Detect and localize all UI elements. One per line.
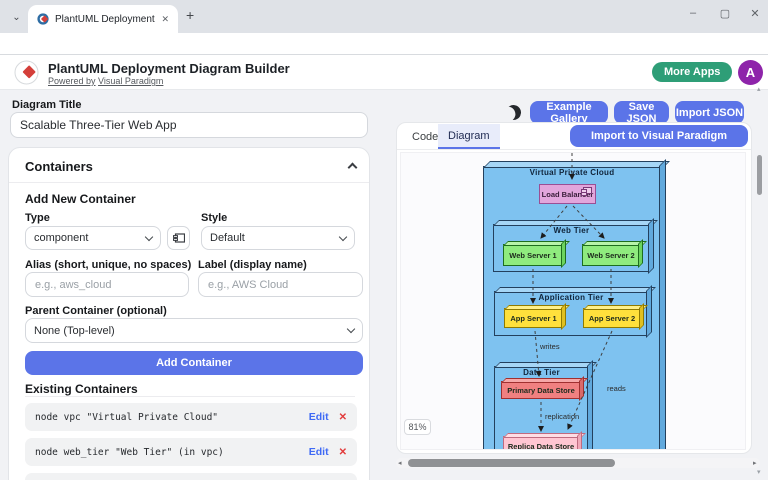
header-avatar[interactable]: A bbox=[738, 60, 763, 85]
powered-by: Powered by Visual Paradigm bbox=[48, 76, 164, 86]
component-icon bbox=[581, 187, 592, 196]
container-code: node web_tier "Web Tier" (in vpc) bbox=[35, 446, 224, 458]
favicon-icon bbox=[37, 13, 49, 25]
tab-list-chevron-icon[interactable]: ⌄ bbox=[12, 12, 21, 23]
example-gallery-button[interactable]: Example Gallery bbox=[530, 101, 608, 125]
parent-container-label: Parent Container (optional) bbox=[25, 305, 167, 317]
diagram-title-input[interactable] bbox=[10, 112, 368, 138]
type-select[interactable]: component bbox=[25, 226, 161, 250]
window-minimize-button[interactable]: – bbox=[689, 7, 697, 19]
scroll-down-icon[interactable]: ▾ bbox=[757, 469, 761, 476]
add-new-container-header: Add New Container bbox=[25, 192, 136, 206]
divider bbox=[25, 396, 355, 397]
style-select[interactable]: Default bbox=[201, 226, 355, 250]
diagram-node-app-server-2: App Server 2 bbox=[583, 308, 641, 328]
delete-icon[interactable]: ✕ bbox=[338, 446, 347, 458]
scroll-right-icon[interactable]: ▸ bbox=[753, 460, 757, 467]
tab-code[interactable]: Code bbox=[412, 130, 439, 143]
container-list-item: node web_tier "Web Tier" (in vpc) Edit ✕ bbox=[25, 438, 357, 466]
diagram-node-web-server-2: Web Server 2 bbox=[582, 244, 640, 266]
diagram-node-web-server-1: Web Server 1 bbox=[503, 244, 563, 266]
type-label: Type bbox=[25, 212, 50, 224]
label-input[interactable] bbox=[198, 272, 363, 297]
existing-containers-header: Existing Containers bbox=[25, 382, 138, 396]
diagram-node-app-server-1: App Server 1 bbox=[504, 308, 563, 328]
container-list-item: node vpc "Virtual Private Cloud" Edit ✕ bbox=[25, 403, 357, 431]
tab-diagram[interactable]: Diagram bbox=[438, 124, 500, 149]
visual-paradigm-link[interactable]: Visual Paradigm bbox=[98, 76, 164, 86]
edit-link[interactable]: Edit bbox=[308, 446, 329, 458]
browser-tab[interactable]: PlantUML Deployment Diagram ✕ bbox=[28, 5, 178, 33]
tabbar-divider bbox=[397, 149, 751, 150]
label-label: Label (display name) bbox=[198, 259, 307, 271]
edge-label-reads: reads bbox=[607, 384, 626, 393]
horizontal-scrollbar-thumb[interactable] bbox=[408, 459, 615, 467]
alias-input[interactable] bbox=[25, 272, 189, 297]
diagram-node-load-balancer: Load Balancer bbox=[539, 184, 596, 204]
app-header: PlantUML Deployment Diagram Builder Powe… bbox=[0, 55, 768, 90]
vertical-scrollbar-thumb[interactable] bbox=[757, 155, 762, 195]
tab-close-icon[interactable]: ✕ bbox=[161, 13, 169, 24]
edit-link[interactable]: Edit bbox=[308, 411, 329, 423]
more-apps-button[interactable]: More Apps bbox=[652, 62, 733, 82]
container-list-item: node app_tier "Application Tier" (in vpc… bbox=[25, 473, 357, 480]
containers-header: Containers bbox=[25, 159, 93, 174]
edge-label-replication: replication bbox=[545, 412, 580, 421]
alias-label: Alias (short, unique, no spaces) bbox=[25, 259, 192, 271]
chevron-down-icon bbox=[144, 232, 154, 241]
scroll-left-icon[interactable]: ◂ bbox=[398, 460, 402, 467]
chevron-down-icon bbox=[346, 324, 356, 334]
diagram-canvas[interactable]: Virtual Private Cloud Web Tier Web Serve… bbox=[400, 152, 746, 450]
import-json-button[interactable]: Import JSON bbox=[675, 101, 744, 124]
new-tab-button[interactable]: + bbox=[186, 7, 195, 23]
parent-container-select[interactable]: None (Top-level) bbox=[25, 318, 363, 343]
diagram-title-label: Diagram Title bbox=[12, 99, 82, 111]
dark-mode-moon-icon[interactable] bbox=[504, 103, 522, 121]
edge-label-writes: writes bbox=[540, 342, 560, 351]
window-close-button[interactable]: ✕ bbox=[750, 8, 760, 20]
component-shape-button[interactable] bbox=[167, 226, 190, 250]
scroll-up-icon[interactable]: ▴ bbox=[757, 86, 761, 93]
add-container-button[interactable]: Add Container bbox=[25, 351, 363, 375]
collapse-chevron-icon[interactable] bbox=[347, 162, 358, 173]
zoom-level-badge: 81% bbox=[404, 419, 431, 435]
save-json-button[interactable]: Save JSON bbox=[614, 101, 669, 125]
diagram-node-replica-data-store: Replica Data Store bbox=[503, 436, 579, 449]
import-to-vp-button[interactable]: Import to Visual Paradigm bbox=[570, 125, 748, 147]
divider bbox=[9, 182, 369, 183]
style-label: Style bbox=[201, 212, 228, 224]
app-title: PlantUML Deployment Diagram Builder bbox=[48, 61, 290, 76]
containers-card: Containers Add New Container Type Style … bbox=[8, 147, 370, 480]
delete-icon[interactable]: ✕ bbox=[338, 411, 347, 423]
chevron-down-icon bbox=[338, 232, 348, 241]
diagram-node-primary-data-store: Primary Data Store bbox=[501, 381, 581, 399]
browser-toolbar: ← → ⟳ ai-toolbox.visual-paradigm.com/app… bbox=[0, 33, 768, 86]
tab-title: PlantUML Deployment Diagram bbox=[55, 13, 158, 25]
vp-logo bbox=[14, 60, 39, 85]
browser-tab-strip: ⌄ PlantUML Deployment Diagram ✕ + – ▢ ✕ bbox=[0, 0, 768, 33]
container-code: node vpc "Virtual Private Cloud" bbox=[35, 411, 219, 423]
window-maximize-button[interactable]: ▢ bbox=[719, 8, 731, 20]
